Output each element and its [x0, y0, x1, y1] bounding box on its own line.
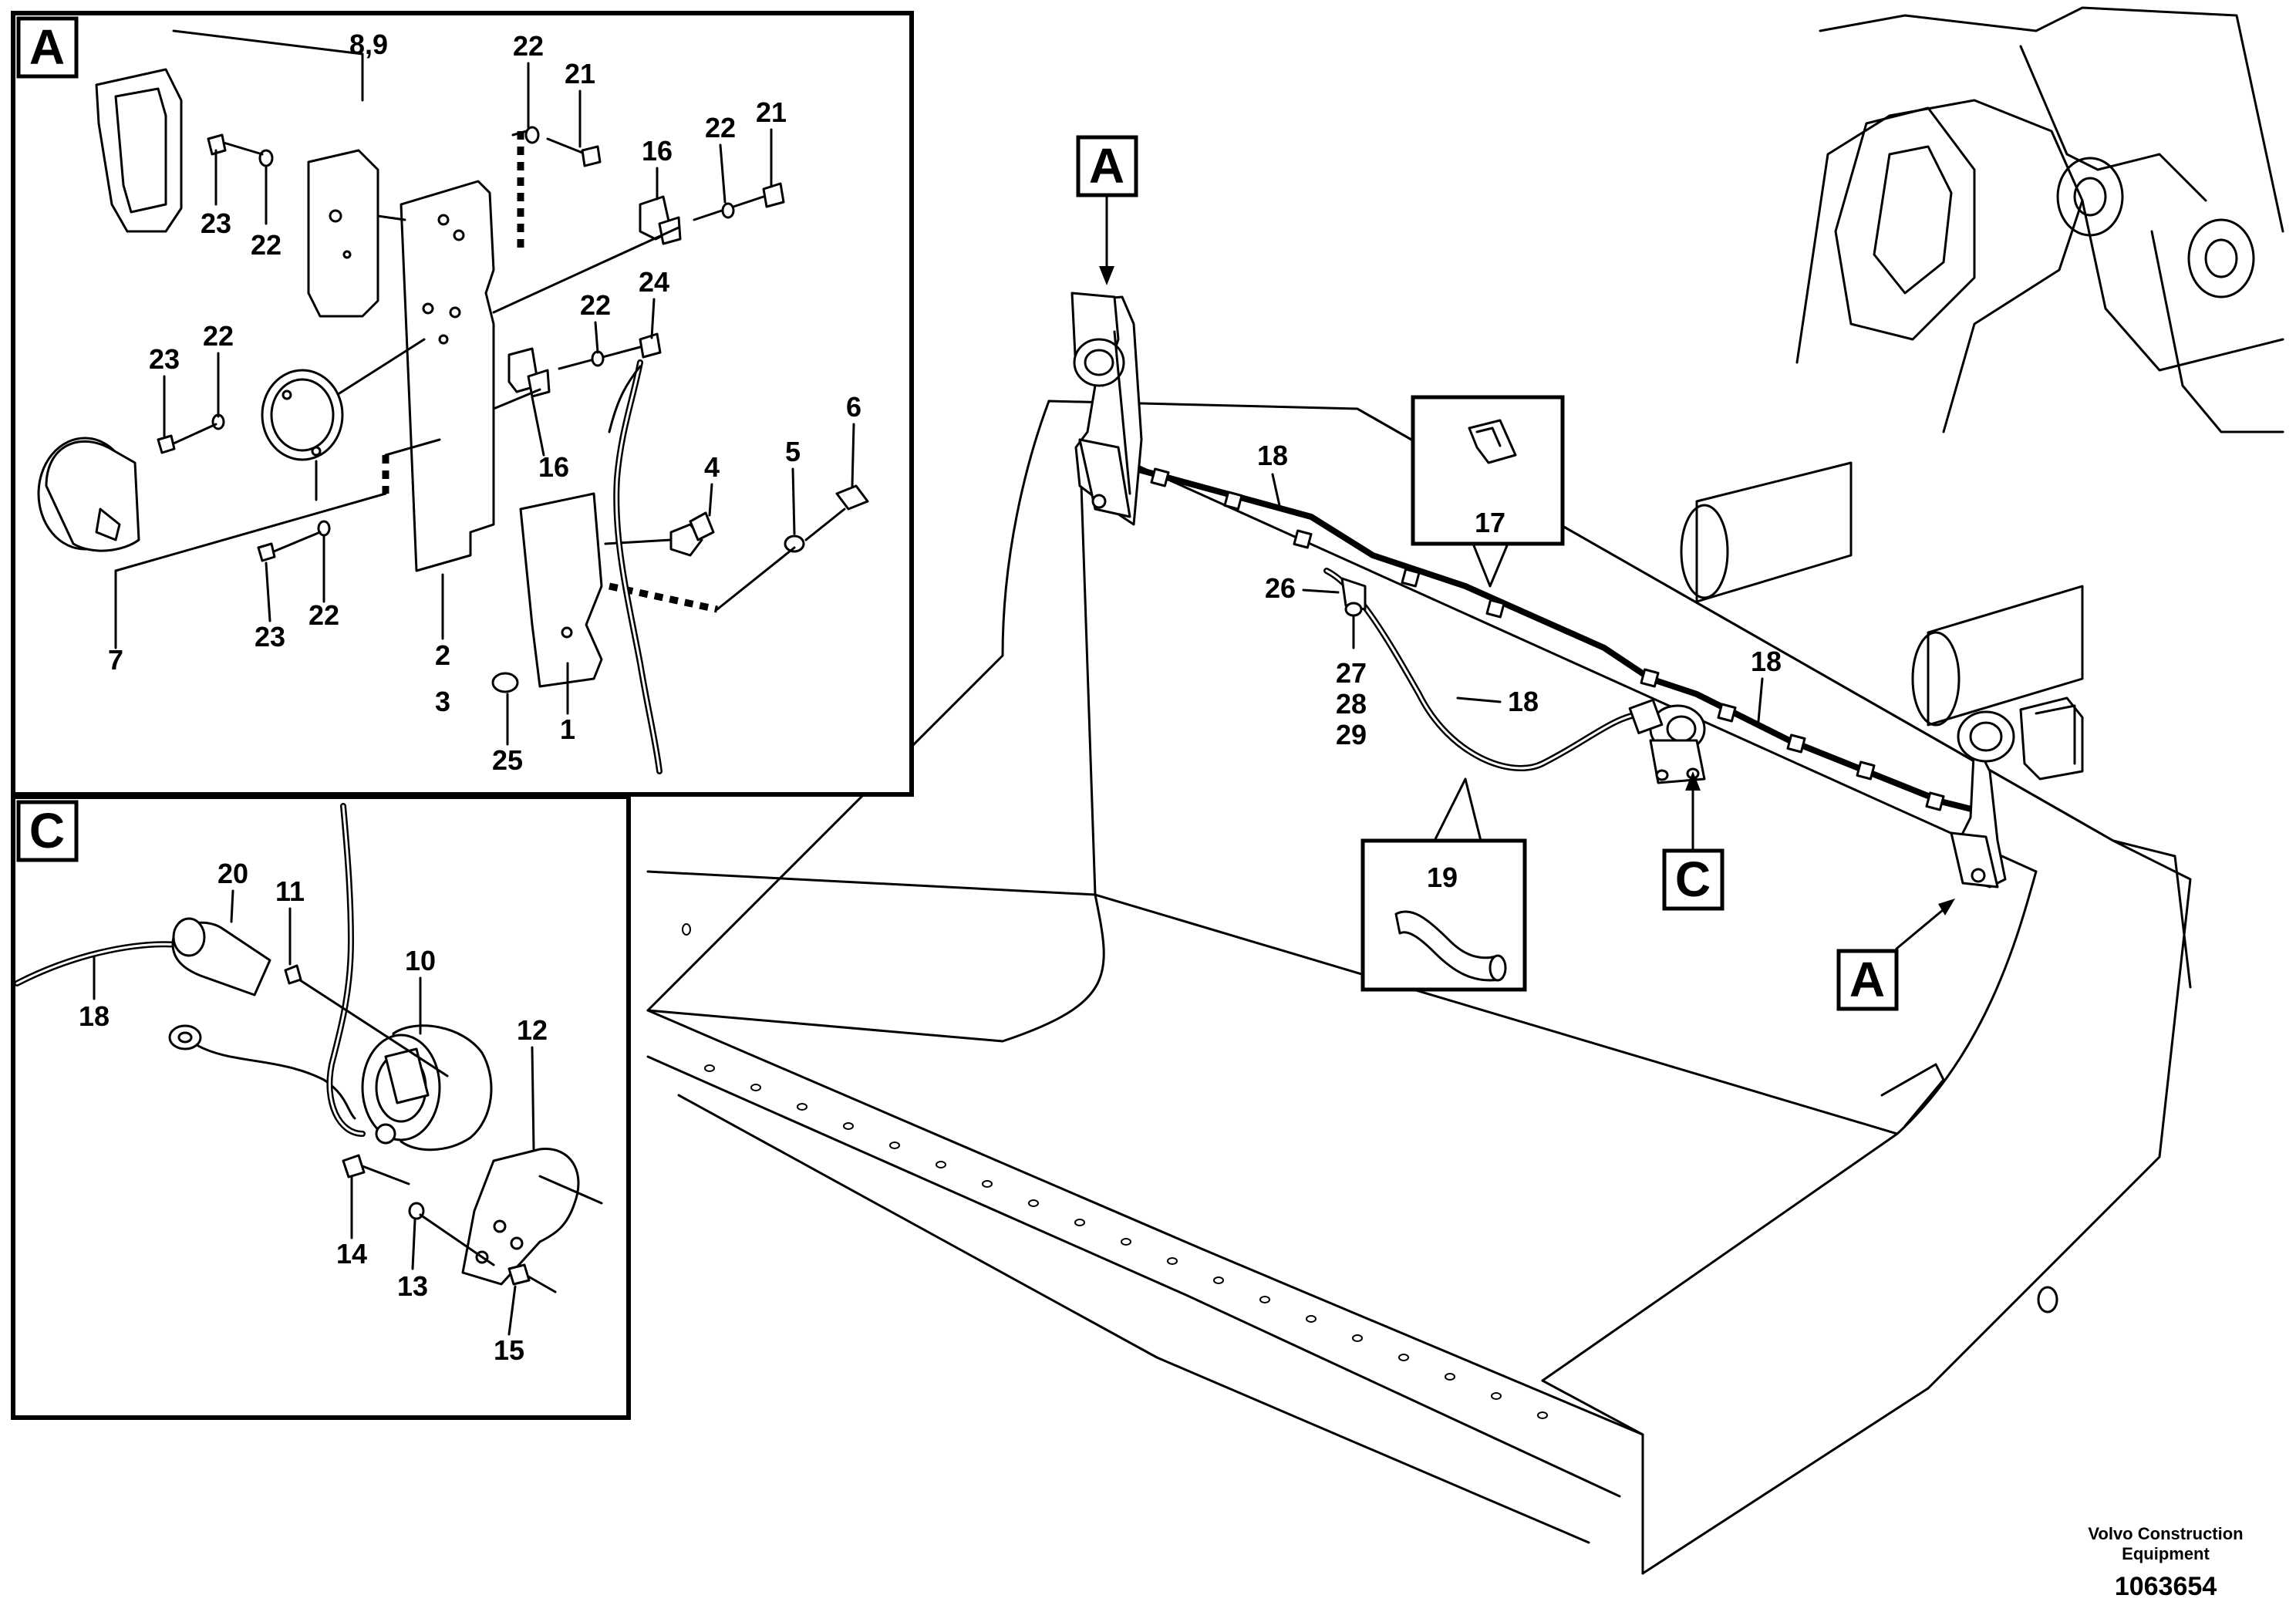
callout-22-b: 22: [705, 112, 736, 143]
callout-25: 25: [492, 744, 523, 776]
callout-23-a: 23: [201, 207, 231, 239]
detail-a: A: [11, 11, 914, 797]
callout-10: 10: [405, 945, 436, 976]
callout-16-a: 16: [642, 135, 673, 167]
lamp-bracket-right: [1950, 696, 2084, 889]
tag-detail-c: C: [29, 803, 65, 858]
brand-line-2: Equipment: [2122, 1544, 2210, 1563]
callout-28: 28: [1336, 688, 1367, 720]
socket-main: [1628, 699, 1706, 784]
callout-3: 3: [435, 686, 450, 717]
callout-22-d: 22: [580, 289, 611, 321]
callout-22-e: 22: [203, 320, 234, 352]
callout-23-b: 23: [149, 343, 180, 375]
harness-main: [1123, 460, 1977, 813]
callout-22-f: 22: [308, 599, 339, 631]
tag-c: C: [1675, 851, 1711, 907]
callout-6: 6: [846, 391, 861, 423]
callout-17: 17: [1475, 507, 1505, 538]
footer: Volvo Construction Equipment 1063654: [2088, 1524, 2243, 1601]
callout-23-c: 23: [255, 621, 285, 653]
callout-2: 2: [435, 639, 450, 671]
edge-bolt-holes: [704, 1064, 1548, 1419]
callout-24: 24: [639, 266, 669, 298]
tag-detail-a: A: [29, 19, 65, 75]
cable-clips: [1150, 467, 1945, 811]
callout-4: 4: [704, 451, 720, 483]
callout-14: 14: [336, 1238, 367, 1270]
callout-18-a: 18: [1257, 440, 1288, 471]
tag-a-right: A: [1849, 952, 1885, 1007]
callout-18-b: 18: [1508, 686, 1539, 717]
callout-26: 26: [1265, 572, 1296, 604]
callout-5: 5: [785, 436, 801, 467]
callout-21-b: 21: [756, 96, 787, 128]
callout-21-a: 21: [565, 58, 595, 89]
lamp-bracket-left: [1070, 292, 1143, 526]
drawing-number: 1063654: [2115, 1572, 2217, 1601]
callout-12: 12: [517, 1014, 548, 1046]
detail-c: C 20: [11, 794, 631, 1420]
callout-29: 29: [1336, 719, 1367, 750]
callout-1: 1: [560, 713, 575, 745]
callout-18-c-detail: 18: [79, 1000, 110, 1032]
callout-11: 11: [275, 875, 305, 907]
callout-22-c: 22: [251, 229, 282, 261]
callout-18-c: 18: [1751, 646, 1782, 677]
tag-a-top: A: [1089, 138, 1124, 194]
callout-20: 20: [217, 858, 248, 889]
callout-16-b: 16: [538, 451, 569, 483]
callout-7: 7: [108, 644, 123, 676]
callout-22-a: 22: [513, 30, 544, 62]
callout-13: 13: [397, 1270, 428, 1302]
brand-line-1: Volvo Construction: [2088, 1524, 2243, 1543]
callout-27: 27: [1336, 657, 1367, 689]
callout-19: 19: [1427, 862, 1458, 893]
callout-8-9: 8,9: [349, 29, 388, 60]
callout-15: 15: [494, 1334, 524, 1366]
main-labels: A A C 17 19 18 26 27 28 29 18 18: [1076, 135, 1955, 1011]
